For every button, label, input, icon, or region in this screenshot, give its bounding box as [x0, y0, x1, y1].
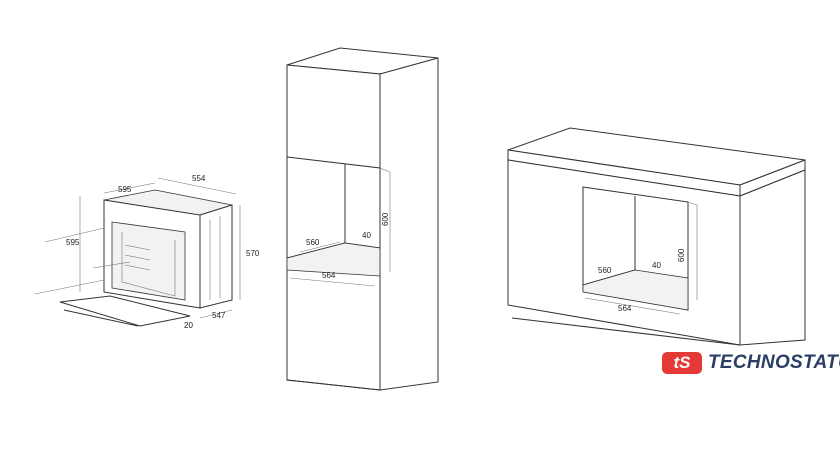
tall-dim-ventilation: 40: [362, 231, 371, 240]
wide-cabinet-drawing: 560 40 600 564: [507, 127, 806, 346]
oven-door: [59, 295, 191, 327]
tall-dim-niche-depth: 560: [306, 238, 320, 247]
logo-mark: tS: [662, 352, 702, 374]
wide-side: [739, 169, 806, 346]
dim-depth-side: 547: [212, 311, 226, 320]
technostatus-logo: tS TECHNOSTATUS: [662, 352, 840, 374]
wide-dim-niche-width: 564: [618, 304, 632, 313]
dim-door-offset: 20: [184, 321, 193, 330]
wide-dim-niche-depth: 560: [598, 266, 612, 275]
tall-dim-niche-width: 564: [322, 271, 336, 280]
tall-cabinet-drawing: 560 40 600 564: [286, 47, 439, 391]
dim-depth-top: 554: [192, 174, 206, 183]
tall-dim-niche-height: 600: [381, 212, 390, 226]
oven-cavity: [111, 221, 186, 301]
wide-dim-niche-height: 600: [677, 248, 686, 262]
wide-dim-ventilation: 40: [652, 261, 661, 270]
dim-width-top: 595: [118, 185, 132, 194]
oven-drawing: 595 554 595 570 547 20: [34, 174, 260, 330]
logo-name: TECHNOSTATUS: [708, 352, 840, 373]
oven-side: [199, 204, 233, 309]
dim-height-front: 595: [66, 238, 80, 247]
dim-height-side: 570: [246, 249, 260, 258]
